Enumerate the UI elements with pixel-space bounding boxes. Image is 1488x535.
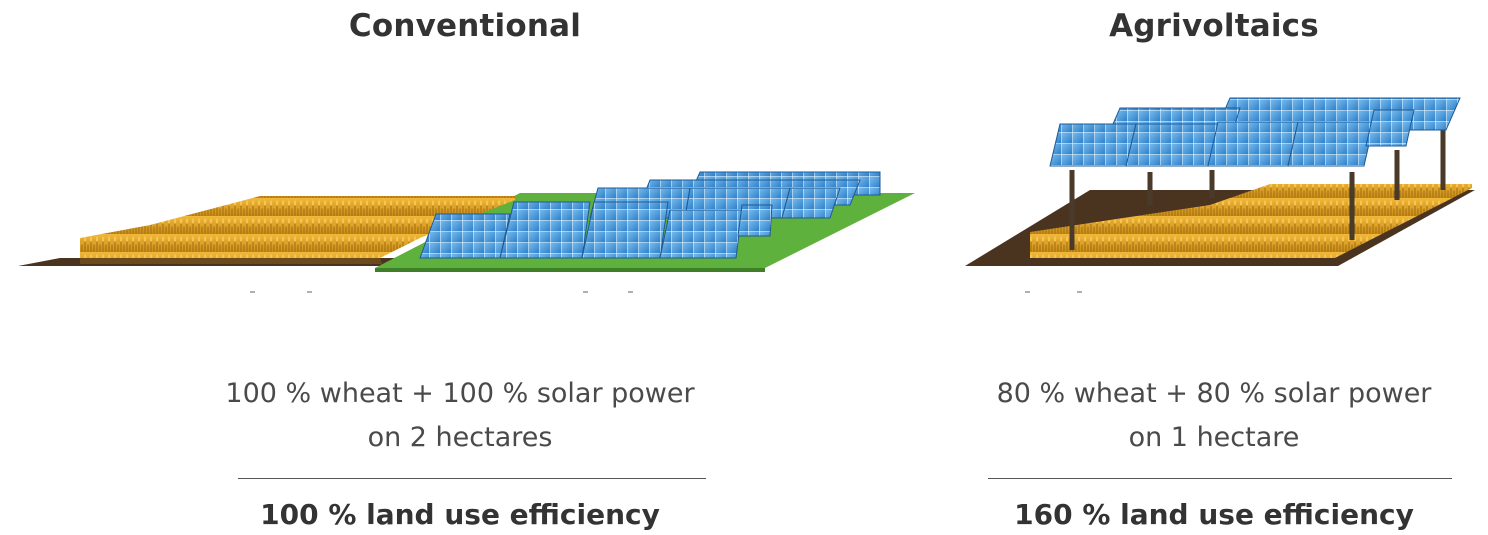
conventional-title: Conventional: [348, 8, 582, 44]
agrivoltaics-title: Agrivoltaics: [1109, 8, 1319, 44]
conventional-illustration: [18, 171, 915, 293]
support-poles: [1069, 130, 1446, 250]
faint-marks: [250, 291, 633, 293]
agrivoltaics-line1: 80 % wheat + 80 % solar power: [996, 378, 1432, 409]
solar-array: [419, 171, 881, 259]
wheat-field: [80, 196, 515, 264]
conventional-line2: on 2 hectares: [367, 422, 553, 453]
wheat-field: [1030, 184, 1472, 258]
elevated-solar-array: [1049, 97, 1461, 167]
conventional-divider: [238, 478, 706, 479]
agrivoltaics-line2: on 1 hectare: [1128, 422, 1300, 453]
solar-row-front: [419, 201, 773, 259]
agrivoltaics-result: 160 % land use efficiency: [1014, 498, 1414, 531]
agrivoltaics-divider: [988, 478, 1452, 479]
conventional-result: 100 % land use efficiency: [260, 498, 660, 531]
conventional-panel: Conventional: [18, 8, 915, 531]
faint-marks: [1025, 291, 1082, 293]
conventional-line1: 100 % wheat + 100 % solar power: [225, 378, 695, 409]
agrivoltaics-illustration: [965, 97, 1475, 293]
agrivoltaics-panel: Agrivoltaics: [940, 0, 1488, 535]
